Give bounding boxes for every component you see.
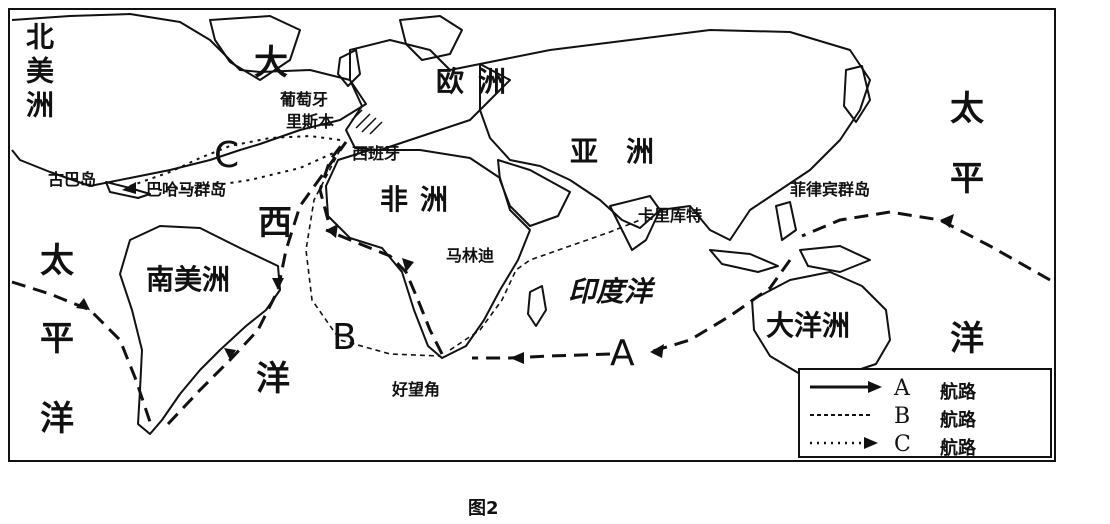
pacific-east-label-2: 平 [950,159,984,199]
legend-b-symbol [810,414,870,416]
map-legend: A 航路 B 航路 C 航路 [798,368,1052,459]
oceania-label: 大洋洲 [766,309,851,342]
new-guinea-outline [799,245,871,273]
world-map [11,13,1051,435]
africa-label: 非洲 [380,183,461,216]
spain-label: 西班牙 [352,144,401,163]
legend-c-letter: C [894,432,911,457]
philippines-outline [775,201,797,241]
pacific-east-label-3: 洋 [950,319,984,359]
australia-outline [751,271,891,377]
legend-a-symbol [810,381,882,393]
legend-row-b: B 航路 [800,402,1050,431]
legend-a-letter: A [894,376,910,401]
atlantic-label-1: 大 [254,43,288,83]
japan-outline [843,65,871,123]
route-c-path [129,134,341,191]
madagascar-outline [527,285,547,327]
cape-label: 好望角 [392,380,441,399]
portugal-label: 葡萄牙 [280,90,329,109]
cuba-label: 古巴岛 [48,170,97,189]
route-a-path [11,141,1051,426]
scandinavia-outline [399,15,463,61]
north-america-outline [11,13,367,187]
route-a-letter: A [610,333,635,374]
legend-b-letter: B [894,404,911,429]
map-frame: 北美洲 南美洲 欧洲 亚洲 非洲 大洋洲 大 西 洋 太 平 洋 太 平 洋 印… [8,8,1056,462]
pacific-west-label-2: 平 [40,319,74,359]
route-b-letter: B [332,317,357,358]
indian-ocean-label: 印度洋 [568,275,653,308]
europe-label: 欧洲 [436,65,521,98]
malindi-label: 马林迪 [446,246,495,265]
calicut-label: 卡里库特 [638,206,703,225]
britain-outline [337,49,361,87]
north-america-label: 北美洲 [22,22,55,124]
asia-outline [479,29,871,241]
pacific-west-label-1: 太 [40,241,74,281]
lisbon-label: 里斯本 [286,112,335,131]
philippines-label: 菲律宾群岛 [790,180,871,199]
south-america-outline [119,225,281,435]
legend-c-symbol [810,437,878,449]
legend-b-text: 航路 [940,410,976,431]
legend-row-a: A 航路 [800,374,1050,403]
cuba-outline [105,181,151,199]
atlantic-label-2: 西 [258,203,292,243]
bahamas-label: 巴哈马群岛 [146,180,227,199]
legend-row-c: C 航路 [800,430,1050,459]
legend-c-text: 航路 [940,438,976,459]
pacific-east-label-1: 太 [950,89,984,129]
route-b-path [305,149,641,357]
route-c-letter: C [214,135,240,176]
south-america-label: 南美洲 [146,263,231,296]
asia-label: 亚洲 [570,135,683,168]
india-outline [609,195,661,251]
pacific-west-label-3: 洋 [40,399,74,439]
figure-caption: 图2 [468,498,499,519]
arabia-outline [497,159,571,227]
atlantic-label-3: 洋 [256,359,290,399]
indonesia-outline [709,249,779,273]
greenland-outline [209,15,301,81]
legend-a-text: 航路 [940,382,976,403]
route-c-arrowhead [122,182,136,194]
